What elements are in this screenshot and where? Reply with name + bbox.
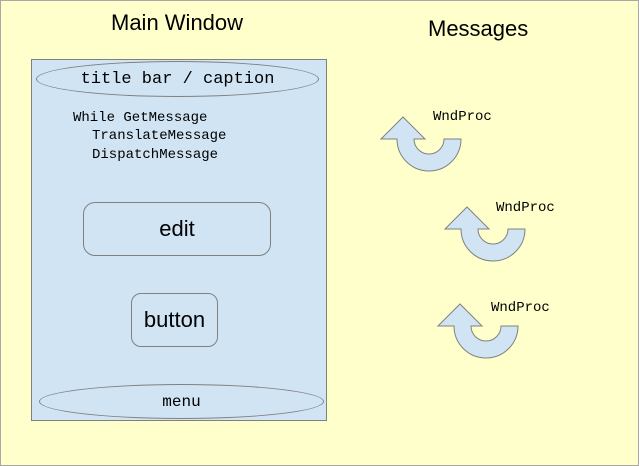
curved-arrow-icon xyxy=(443,206,526,262)
curved-arrow-icon xyxy=(436,303,519,359)
code-line-getmessage: While GetMessage xyxy=(73,110,208,126)
messages-heading: Messages xyxy=(428,16,529,41)
code-line-dispatchmessage: DispatchMessage xyxy=(92,147,219,163)
menu-bar: menu xyxy=(39,384,324,419)
curved-arrow-icon xyxy=(379,116,462,172)
wndproc-label: WndProc xyxy=(491,300,550,316)
button-control: button xyxy=(131,293,218,347)
code-line-translatemessage: TranslateMessage xyxy=(92,128,227,144)
wndproc-label: WndProc xyxy=(433,109,492,125)
edit-control: edit xyxy=(83,202,271,256)
main-window-heading: Main Window xyxy=(111,10,244,35)
title-bar-caption: title bar / caption xyxy=(36,61,319,97)
wndproc-label: WndProc xyxy=(496,200,555,216)
